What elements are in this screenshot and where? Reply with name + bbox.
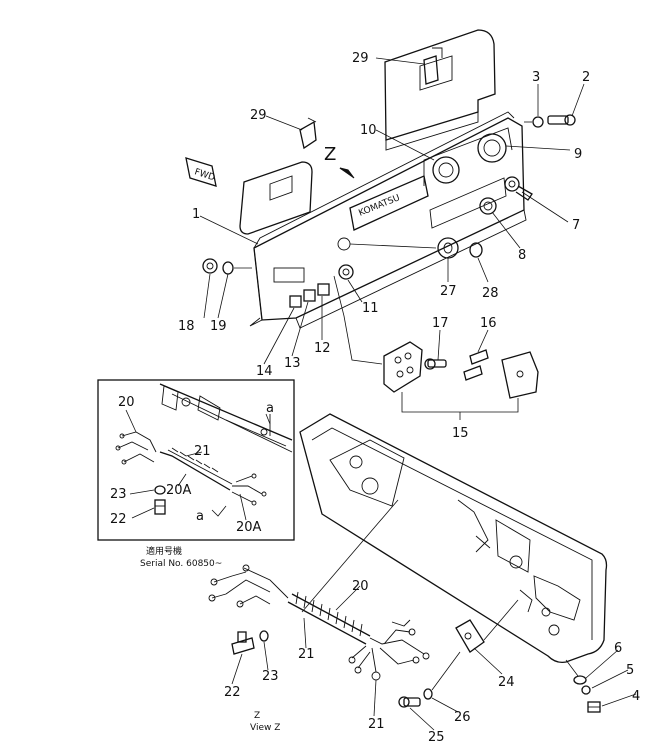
callout-20: 20: [352, 579, 369, 594]
cap-28: [469, 242, 483, 258]
inset-washer-23: [154, 485, 166, 495]
switch-13: [303, 289, 316, 302]
wire-harness-20: [208, 564, 430, 681]
key-switch-7: [504, 176, 533, 201]
screw-2: [547, 114, 576, 126]
callout-15: 15: [452, 426, 469, 441]
callout-17: 17: [432, 316, 449, 331]
latch-29-left: [299, 117, 317, 150]
callout-29-right: 29: [352, 51, 369, 66]
washer-5: [581, 685, 591, 695]
inset-harness: [115, 431, 267, 506]
callout-27: 27: [440, 284, 457, 299]
callout-24: 24: [498, 675, 515, 690]
callout-2: 2: [582, 70, 590, 85]
brand-label: KOMATSU: [357, 193, 401, 219]
upper-cover-right: [384, 29, 496, 141]
nut-18: [202, 258, 218, 274]
callout-9: 9: [574, 147, 582, 162]
callout-4: 4: [632, 689, 640, 704]
leader-lines: [125, 57, 637, 731]
screw-17: [424, 358, 447, 370]
callout-23: 23: [262, 669, 279, 684]
view-z-panel-back: [299, 413, 608, 664]
callout-8: 8: [518, 248, 526, 263]
bracket-24: [455, 619, 485, 653]
callout-20A-bottom: 20A: [236, 520, 262, 535]
grommet-27: [437, 237, 459, 259]
cover-15: [501, 351, 539, 399]
callout-19: 19: [210, 319, 227, 334]
view-caption-line1: Z: [254, 711, 260, 721]
callout-14: 14: [256, 364, 273, 379]
inset-mark-a-top: a: [266, 401, 274, 416]
harness-to-panel-lead: [301, 499, 399, 613]
gauge-left: [432, 156, 460, 184]
washer-23: [259, 630, 269, 642]
inset-bolt-22: [154, 499, 166, 515]
inset-frame: [97, 379, 295, 541]
inset-panel-detail: [159, 383, 293, 453]
washer-3: [532, 116, 544, 128]
callout-23-inset: 23: [110, 487, 127, 502]
callout-26: 26: [454, 710, 471, 725]
switch-14: [289, 295, 302, 308]
inset-caption-line1: 適用号機: [146, 545, 182, 557]
relay-assembly-15: [383, 341, 423, 393]
callout-11: 11: [362, 301, 379, 316]
callout-25: 25: [428, 730, 445, 741]
callout-13: 13: [284, 356, 301, 371]
view-caption-line2: View Z: [250, 723, 280, 733]
upper-cover-left: [239, 161, 313, 235]
callout-3: 3: [532, 70, 540, 85]
callout-20-inset: 20: [118, 395, 135, 410]
callout-22: 22: [224, 685, 241, 700]
switch-12: [317, 283, 330, 296]
callout-1: 1: [192, 207, 200, 222]
callout-21-bottom: 21: [368, 717, 385, 732]
callout-21-mid: 21: [298, 647, 315, 662]
washer-26: [423, 688, 433, 700]
callout-18: 18: [178, 319, 195, 334]
komatsu-plate: [349, 175, 429, 231]
terminal-16: [463, 349, 489, 381]
callout-29-left: 29: [250, 108, 267, 123]
view-z-mark: Z: [324, 144, 336, 165]
screw-25: [398, 696, 421, 708]
callout-6: 6: [614, 641, 622, 656]
callout-7: 7: [572, 218, 580, 233]
knob-8: [479, 197, 497, 215]
inset-mark-a-bottom: a: [196, 509, 204, 524]
washer-19: [222, 261, 234, 275]
inset-caption-line2: Serial No. 60850~: [140, 559, 222, 569]
latch-29-right: [423, 47, 443, 85]
callout-21-inset: 21: [194, 444, 211, 459]
callout-labels: 29 29 3 2 10 9 1 7 8 27 28 18 19 11 14 1…: [110, 51, 640, 741]
callout-16: 16: [480, 316, 497, 331]
fwd-badge: FWD: [185, 157, 217, 187]
callout-22-inset: 22: [110, 512, 127, 527]
bolt-4: [587, 701, 601, 713]
bolt-22: [231, 631, 255, 655]
callout-10: 10: [360, 123, 377, 138]
instrument-panel-assembly: KOMATSU: [239, 29, 527, 329]
callout-12: 12: [314, 341, 331, 356]
callout-20A-top: 20A: [166, 483, 192, 498]
lamp-11: [338, 264, 354, 280]
washer-6: [573, 675, 587, 685]
callout-5: 5: [626, 663, 634, 678]
callout-28: 28: [482, 286, 499, 301]
